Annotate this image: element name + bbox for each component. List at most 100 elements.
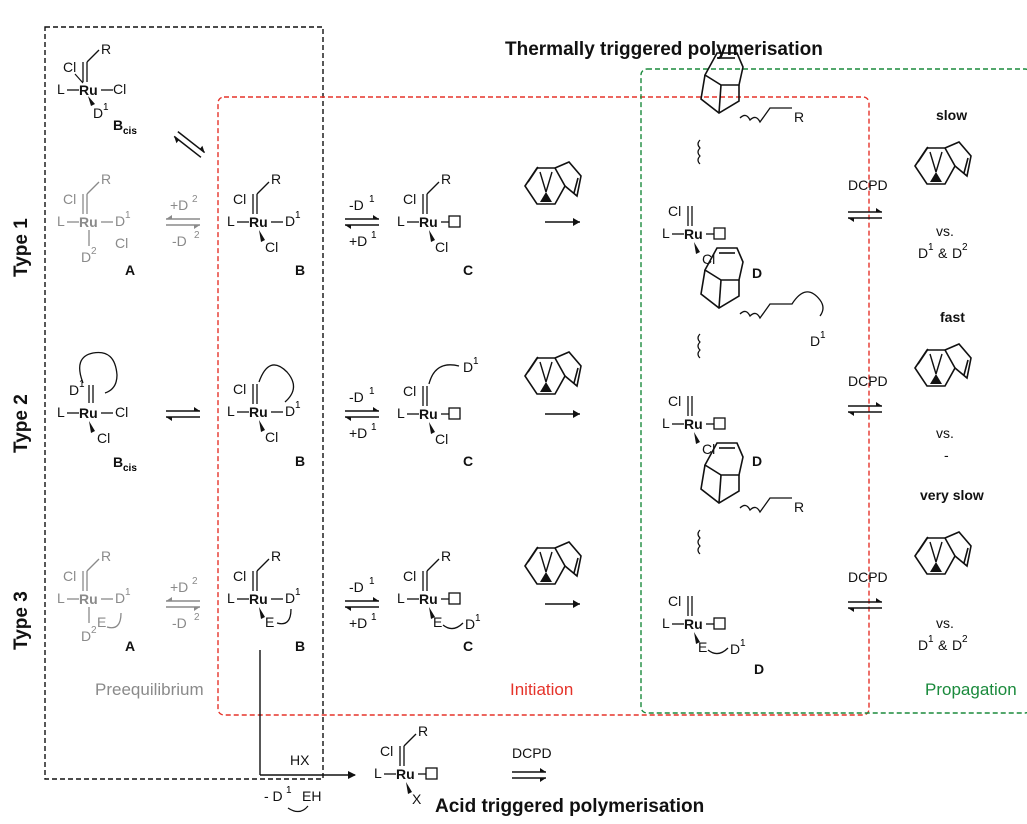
complex-c-type1: R Cl L Ru Cl C <box>397 171 473 278</box>
svg-text:- D: - D <box>264 788 283 804</box>
svg-text:D: D <box>81 249 91 265</box>
svg-text:Cl: Cl <box>115 404 128 420</box>
svg-text:Cl: Cl <box>668 593 681 609</box>
complex-d-type1: R Cl L Ru Cl D <box>662 52 804 281</box>
svg-text:2: 2 <box>194 612 200 623</box>
prop-arrows-type1 <box>848 208 882 222</box>
svg-text:+D: +D <box>170 197 188 213</box>
svg-text:R: R <box>101 548 111 564</box>
label-c-type2: C <box>463 453 473 469</box>
svg-text:Cl: Cl <box>265 429 278 445</box>
svg-text:Ru: Ru <box>79 405 98 421</box>
propagation-region-box <box>640 68 1027 714</box>
rate-label-type3: very slow <box>920 487 984 503</box>
svg-text:Ru: Ru <box>249 214 268 230</box>
svg-text:&: & <box>938 637 948 653</box>
acid-path-arrow <box>259 650 356 779</box>
svg-text:1: 1 <box>295 587 301 598</box>
row-label-type-2: Type 2 <box>11 394 32 453</box>
svg-text:1: 1 <box>369 576 375 587</box>
svg-text:2: 2 <box>194 230 200 241</box>
svg-text:L: L <box>227 213 235 229</box>
svg-text:Cl: Cl <box>233 191 246 207</box>
svg-text:Cl: Cl <box>403 383 416 399</box>
label-bcis-type2: B <box>113 454 123 470</box>
svg-text:D: D <box>81 628 91 644</box>
row-label-type-3: Type 3 <box>11 591 32 650</box>
svg-text:Cl: Cl <box>380 743 393 759</box>
svg-text:L: L <box>662 615 670 631</box>
dcpd-product-type2 <box>914 343 972 387</box>
svg-text:+D: +D <box>349 615 367 631</box>
svg-text:Cl: Cl <box>63 568 76 584</box>
rate-label-type1: slow <box>936 107 967 123</box>
svg-text:Ru: Ru <box>79 82 98 98</box>
initiation-region-box <box>217 96 870 716</box>
svg-text:D: D <box>463 359 473 375</box>
arrow-c-d-type3 <box>545 600 580 608</box>
svg-text:1: 1 <box>371 230 377 241</box>
svg-text:&: & <box>938 245 948 261</box>
svg-text:1: 1 <box>286 785 292 796</box>
acid-title: Acid triggered polymerisation <box>435 796 704 817</box>
svg-text:2: 2 <box>962 242 968 253</box>
acid-byproducts: - D 1 EH <box>264 785 321 813</box>
svg-text:Ru: Ru <box>684 416 703 432</box>
svg-text:1: 1 <box>820 330 826 341</box>
dcpd-molecule-type2 <box>524 351 582 395</box>
svg-text:1: 1 <box>369 194 375 205</box>
region-label-preequilibrium: Preequilibrium <box>95 680 204 699</box>
svg-text:1: 1 <box>79 379 85 390</box>
svg-text:Cl: Cl <box>702 251 715 267</box>
svg-text:1: 1 <box>473 356 479 367</box>
complex-b-type1: R Cl L Ru D 1 Cl B <box>227 171 305 278</box>
dcpd-label-type2: DCPD <box>848 373 888 389</box>
prop-arrows-type2 <box>848 402 882 416</box>
svg-text:R: R <box>271 171 281 187</box>
prop-arrows-type3 <box>848 598 882 612</box>
svg-text:L: L <box>227 403 235 419</box>
label-c-type1: C <box>463 262 473 278</box>
scheme-title: Thermally triggered polymerisation <box>505 39 823 60</box>
svg-text:1: 1 <box>125 587 131 598</box>
prop-arrows-acid <box>512 768 546 782</box>
svg-text:Cl: Cl <box>63 59 76 75</box>
svg-text:R: R <box>441 171 451 187</box>
svg-text:Cl: Cl <box>403 568 416 584</box>
complex-acid-product: R Cl L Ru X <box>374 723 438 807</box>
preequilibrium-region-box <box>44 26 324 780</box>
svg-text:2: 2 <box>192 576 198 587</box>
svg-text:-D: -D <box>172 233 187 249</box>
svg-text:1: 1 <box>371 422 377 433</box>
svg-text:D: D <box>115 590 125 606</box>
svg-text:1: 1 <box>928 242 934 253</box>
svg-text:Cl: Cl <box>63 191 76 207</box>
svg-text:L: L <box>397 590 405 606</box>
label-d-type2: D <box>752 453 762 469</box>
svg-text:1: 1 <box>371 612 377 623</box>
dcpd-molecule-type3 <box>524 541 582 585</box>
svg-text:Cl: Cl <box>115 235 128 251</box>
label-d-type3: D <box>754 661 764 677</box>
svg-text:D: D <box>730 641 740 657</box>
svg-text:R: R <box>794 109 804 125</box>
svg-text:L: L <box>57 590 65 606</box>
svg-text:R: R <box>271 548 281 564</box>
svg-text:L: L <box>57 81 65 97</box>
arrow-c-d-type2 <box>545 410 580 418</box>
svg-text:L: L <box>662 225 670 241</box>
svg-text:Ru: Ru <box>684 226 703 242</box>
svg-text:L: L <box>397 213 405 229</box>
svg-text:D: D <box>285 213 295 229</box>
svg-text:L: L <box>227 590 235 606</box>
acid-reagent: HX <box>290 752 310 768</box>
svg-text:2: 2 <box>192 194 198 205</box>
